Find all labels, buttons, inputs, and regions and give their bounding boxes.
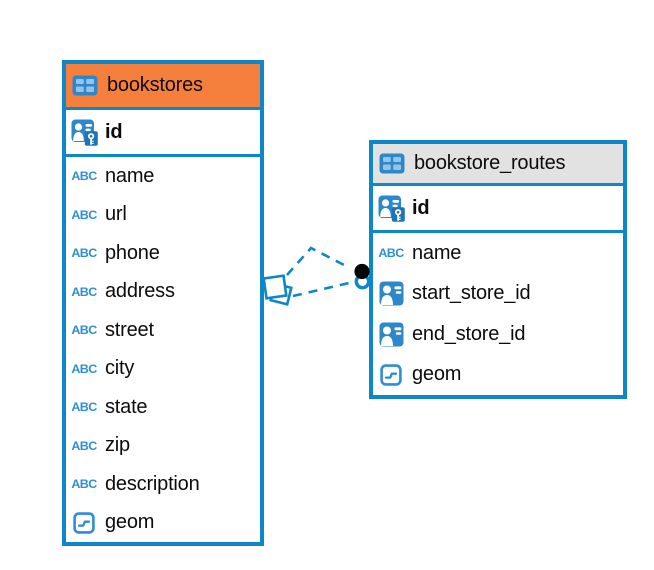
text-type-icon: ABC: [71, 323, 97, 337]
key-divider: [66, 154, 260, 157]
column-row[interactable]: ABC name: [66, 157, 260, 196]
column-row[interactable]: end_store_id: [373, 314, 623, 355]
column-row[interactable]: ABC zip: [66, 426, 260, 465]
column-row-pk[interactable]: id: [373, 186, 623, 230]
relationship-line[interactable]: [286, 246, 351, 276]
geometry-type-icon: [70, 512, 98, 534]
header-divider: [373, 183, 623, 186]
table-title: bookstores: [107, 74, 203, 96]
column-row[interactable]: ABC address: [66, 272, 260, 311]
relationship-line[interactable]: [292, 281, 350, 298]
foreign-key-icon: [377, 322, 405, 347]
column-name: name: [105, 164, 155, 187]
column-name: phone: [105, 241, 160, 264]
column-row[interactable]: ABC description: [66, 465, 260, 504]
text-type-icon: ABC: [71, 477, 97, 491]
column-name: name: [412, 241, 462, 264]
column-row[interactable]: geom: [373, 354, 623, 395]
table-bookstore-routes[interactable]: bookstore_routes id ABC name start_store…: [369, 140, 627, 399]
column-name: geom: [412, 363, 462, 386]
text-type-icon: ABC: [71, 400, 97, 414]
table-icon: [71, 75, 99, 96]
column-row[interactable]: ABC street: [66, 311, 260, 350]
key-divider: [373, 230, 623, 233]
column-name: id: [105, 120, 123, 143]
column-row[interactable]: ABC city: [66, 349, 260, 388]
column-name: id: [412, 196, 430, 219]
table-icon: [378, 153, 406, 174]
column-name: street: [105, 318, 154, 341]
text-type-icon: ABC: [71, 169, 97, 183]
column-name: zip: [105, 434, 130, 457]
column-row[interactable]: ABC state: [66, 388, 260, 427]
column-name: address: [105, 280, 175, 303]
table-header-bookstores[interactable]: bookstores: [66, 64, 260, 107]
column-name: start_store_id: [412, 282, 531, 305]
stacked-diamond-marker[interactable]: [262, 274, 293, 306]
column-row[interactable]: ABC url: [66, 195, 260, 234]
geometry-type-icon: [377, 364, 405, 386]
column-row-pk[interactable]: id: [66, 110, 260, 154]
text-type-icon: ABC: [71, 246, 97, 260]
text-type-icon: ABC: [71, 362, 97, 376]
column-name: url: [105, 203, 127, 226]
text-type-icon: ABC: [378, 246, 404, 260]
column-row[interactable]: start_store_id: [373, 273, 623, 314]
text-type-icon: ABC: [71, 439, 97, 453]
text-type-icon: ABC: [71, 208, 97, 222]
column-name: description: [105, 472, 200, 495]
primary-key-icon: [70, 119, 98, 146]
foreign-key-icon: [377, 281, 405, 306]
column-row[interactable]: ABC phone: [66, 234, 260, 273]
column-name: city: [105, 357, 135, 380]
column-name: state: [105, 395, 148, 418]
header-divider: [66, 107, 260, 110]
column-row[interactable]: geom: [66, 503, 260, 542]
table-title: bookstore_routes: [414, 152, 566, 174]
column-name: geom: [105, 511, 155, 534]
column-row[interactable]: ABC name: [373, 233, 623, 274]
dot-ring-marker[interactable]: [354, 263, 371, 290]
table-bookstores[interactable]: bookstores id ABC name ABC url ABC phone…: [62, 60, 264, 546]
column-name: end_store_id: [412, 322, 526, 345]
primary-key-icon: [377, 195, 405, 222]
text-type-icon: ABC: [71, 285, 97, 299]
table-header-bookstore-routes[interactable]: bookstore_routes: [373, 144, 623, 183]
